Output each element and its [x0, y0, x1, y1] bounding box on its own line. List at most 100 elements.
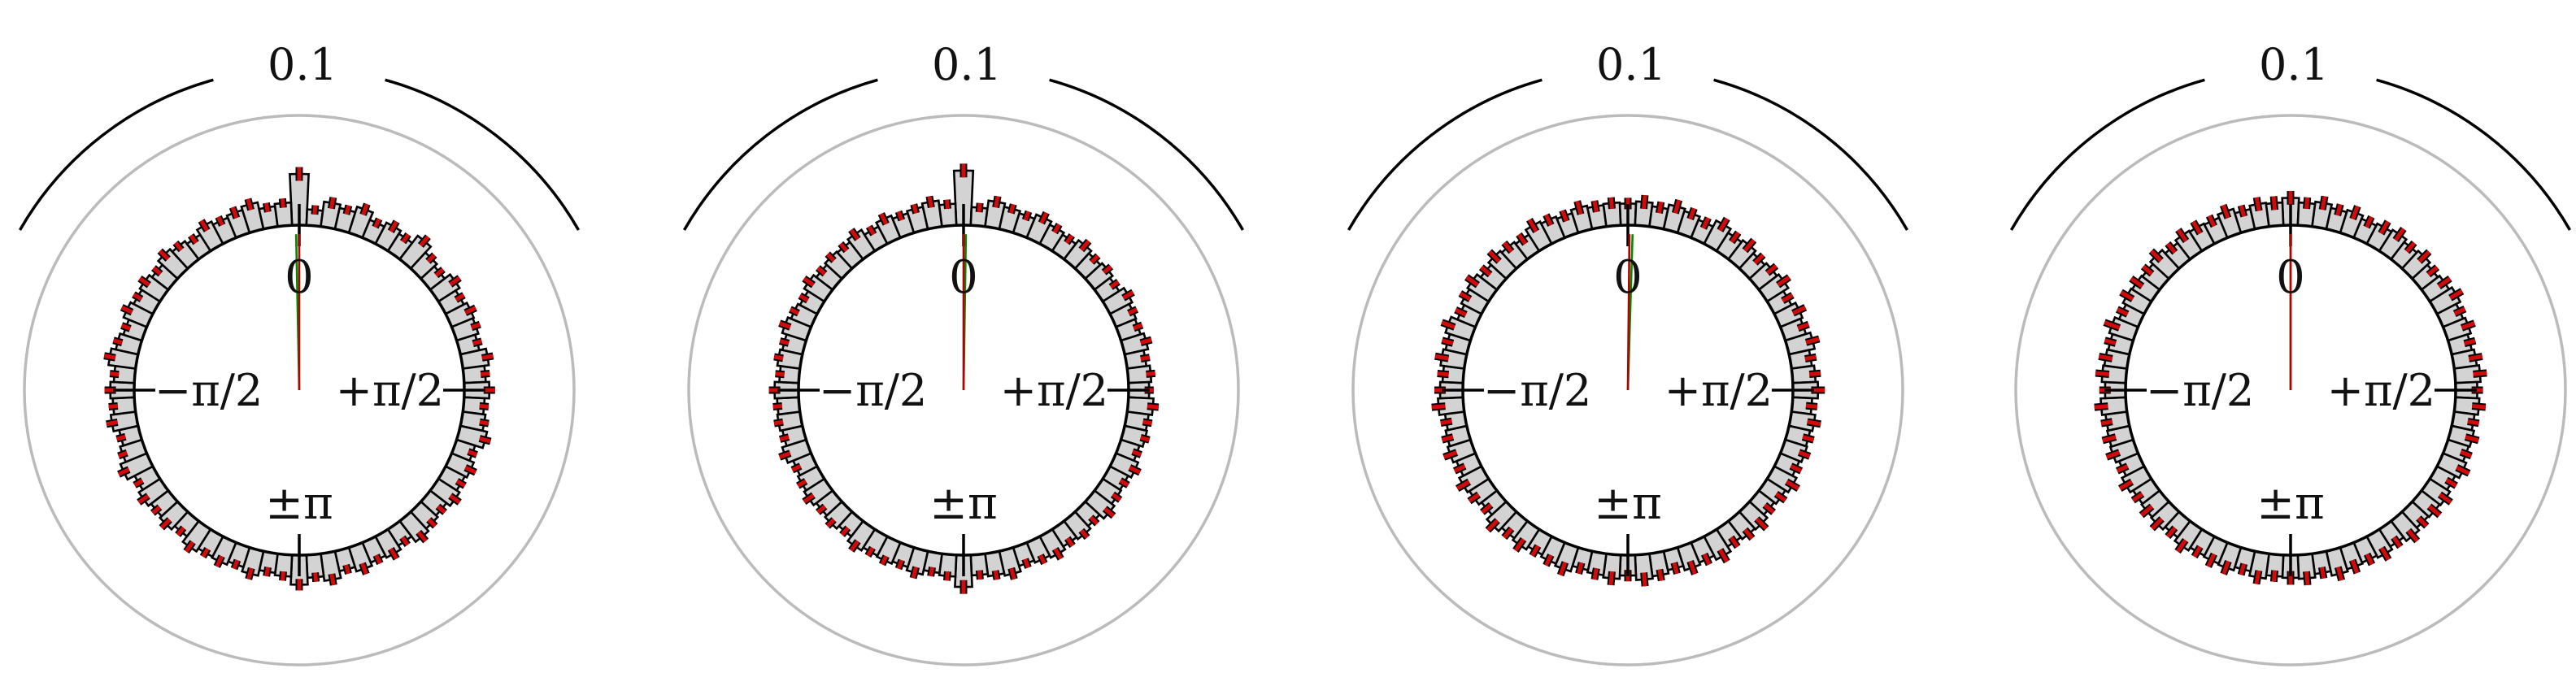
error-bar: [2304, 571, 2310, 586]
error-bar: [1441, 320, 1456, 329]
error-bar: [945, 199, 950, 210]
error-bar: [1729, 536, 1739, 549]
error-bar: [1608, 197, 1614, 210]
error-bar: [912, 203, 919, 214]
error-bar: [472, 339, 483, 346]
error-bar: [2417, 516, 2429, 528]
error-bar: [1765, 264, 1778, 275]
error-bar: [2254, 197, 2261, 211]
error-bar: [1642, 572, 1647, 587]
tick-label-0: 0: [285, 251, 314, 304]
error-bar: [1119, 479, 1129, 488]
error-bar: [1140, 435, 1151, 442]
tick-label-pi: ±π: [929, 477, 998, 530]
error-bar: [2239, 563, 2247, 575]
error-bar: [2453, 306, 2466, 316]
error-bar: [176, 526, 185, 536]
tick-label-minus-half-pi: −π/2: [154, 365, 263, 416]
error-bar: [133, 293, 143, 302]
error-bar: [2142, 265, 2154, 276]
outer-ring: [2014, 114, 2567, 666]
error-bar: [1804, 354, 1817, 362]
tick-label-plus-half-pi: +π/2: [336, 365, 444, 416]
error-bar: [2460, 449, 2473, 458]
error-bar: [479, 419, 490, 426]
error-bar: [1486, 519, 1499, 532]
error-bar: [151, 506, 162, 515]
error-bar: [1513, 538, 1525, 552]
error-bar: [1142, 419, 1153, 426]
error-bar: [158, 249, 170, 261]
error-bar: [929, 567, 935, 577]
radial-scale-label: 0.1: [268, 39, 337, 90]
error-bar: [2149, 249, 2163, 263]
radial-scale-arc: [1347, 78, 1543, 231]
error-bar: [2320, 196, 2327, 211]
error-bar: [2456, 465, 2470, 475]
error-bar: [1442, 450, 1458, 459]
error-bar: [389, 220, 398, 233]
error-bar: [977, 570, 982, 580]
error-bar: [2140, 505, 2154, 517]
error-bar: [849, 540, 859, 552]
error-bar: [230, 206, 239, 219]
error-bar: [449, 494, 461, 505]
radial-scale-label: 0.1: [932, 39, 1002, 90]
error-bar: [1053, 547, 1063, 560]
error-bar: [329, 197, 336, 210]
error-bar: [360, 562, 368, 575]
error-bar: [2391, 536, 2402, 549]
error-bar: [2379, 546, 2391, 561]
error-bar: [216, 215, 224, 227]
error-bar: [2335, 203, 2343, 216]
error-bar: [2118, 480, 2134, 491]
error-bar: [880, 555, 889, 566]
error-bar: [1702, 553, 1712, 566]
error-bar: [2150, 517, 2164, 531]
error-bar: [1009, 567, 1016, 580]
error-bar: [470, 322, 481, 330]
error-bar: [1434, 354, 1449, 361]
error-bar: [825, 518, 836, 528]
error-bar: [2105, 450, 2121, 459]
error-bar: [849, 228, 859, 241]
error-bar: [2116, 307, 2129, 316]
error-bar: [1688, 207, 1696, 220]
error-bar: [1790, 464, 1803, 473]
error-bar: [2165, 242, 2177, 254]
error-bar: [106, 419, 119, 427]
error-bar: [1808, 371, 1821, 376]
error-bar: [772, 404, 783, 409]
error-bar: [120, 305, 133, 315]
error-bar: [280, 198, 285, 208]
radial-scale-arc: [682, 78, 878, 231]
error-bar: [481, 354, 494, 360]
error-bar: [400, 536, 410, 546]
outer-ring: [687, 114, 1240, 666]
error-bar: [480, 371, 490, 376]
error-bar: [1133, 323, 1143, 331]
error-bar: [108, 404, 119, 409]
radial-scale-arc: [18, 78, 214, 231]
error-bar: [264, 567, 271, 577]
error-bar: [2176, 228, 2188, 242]
error-bar: [1103, 265, 1112, 275]
error-bar: [1481, 503, 1493, 514]
error-bar: [1459, 291, 1472, 302]
error-bar: [373, 218, 381, 228]
error-bar: [1592, 200, 1599, 213]
error-bar: [2365, 553, 2374, 566]
error-bar: [2254, 570, 2261, 584]
error-bar: [1743, 528, 1754, 540]
error-bar: [2116, 464, 2129, 473]
error-bar: [344, 205, 351, 215]
error-bar: [117, 467, 130, 476]
error-bar: [2319, 567, 2326, 580]
tick-label-plus-half-pi: +π/2: [1664, 365, 1773, 416]
error-bar: [2426, 265, 2439, 276]
tick-label-0: 0: [1613, 251, 1643, 304]
error-bar: [1437, 371, 1449, 377]
error-bar: [1140, 337, 1152, 345]
error-bar: [1487, 250, 1501, 263]
